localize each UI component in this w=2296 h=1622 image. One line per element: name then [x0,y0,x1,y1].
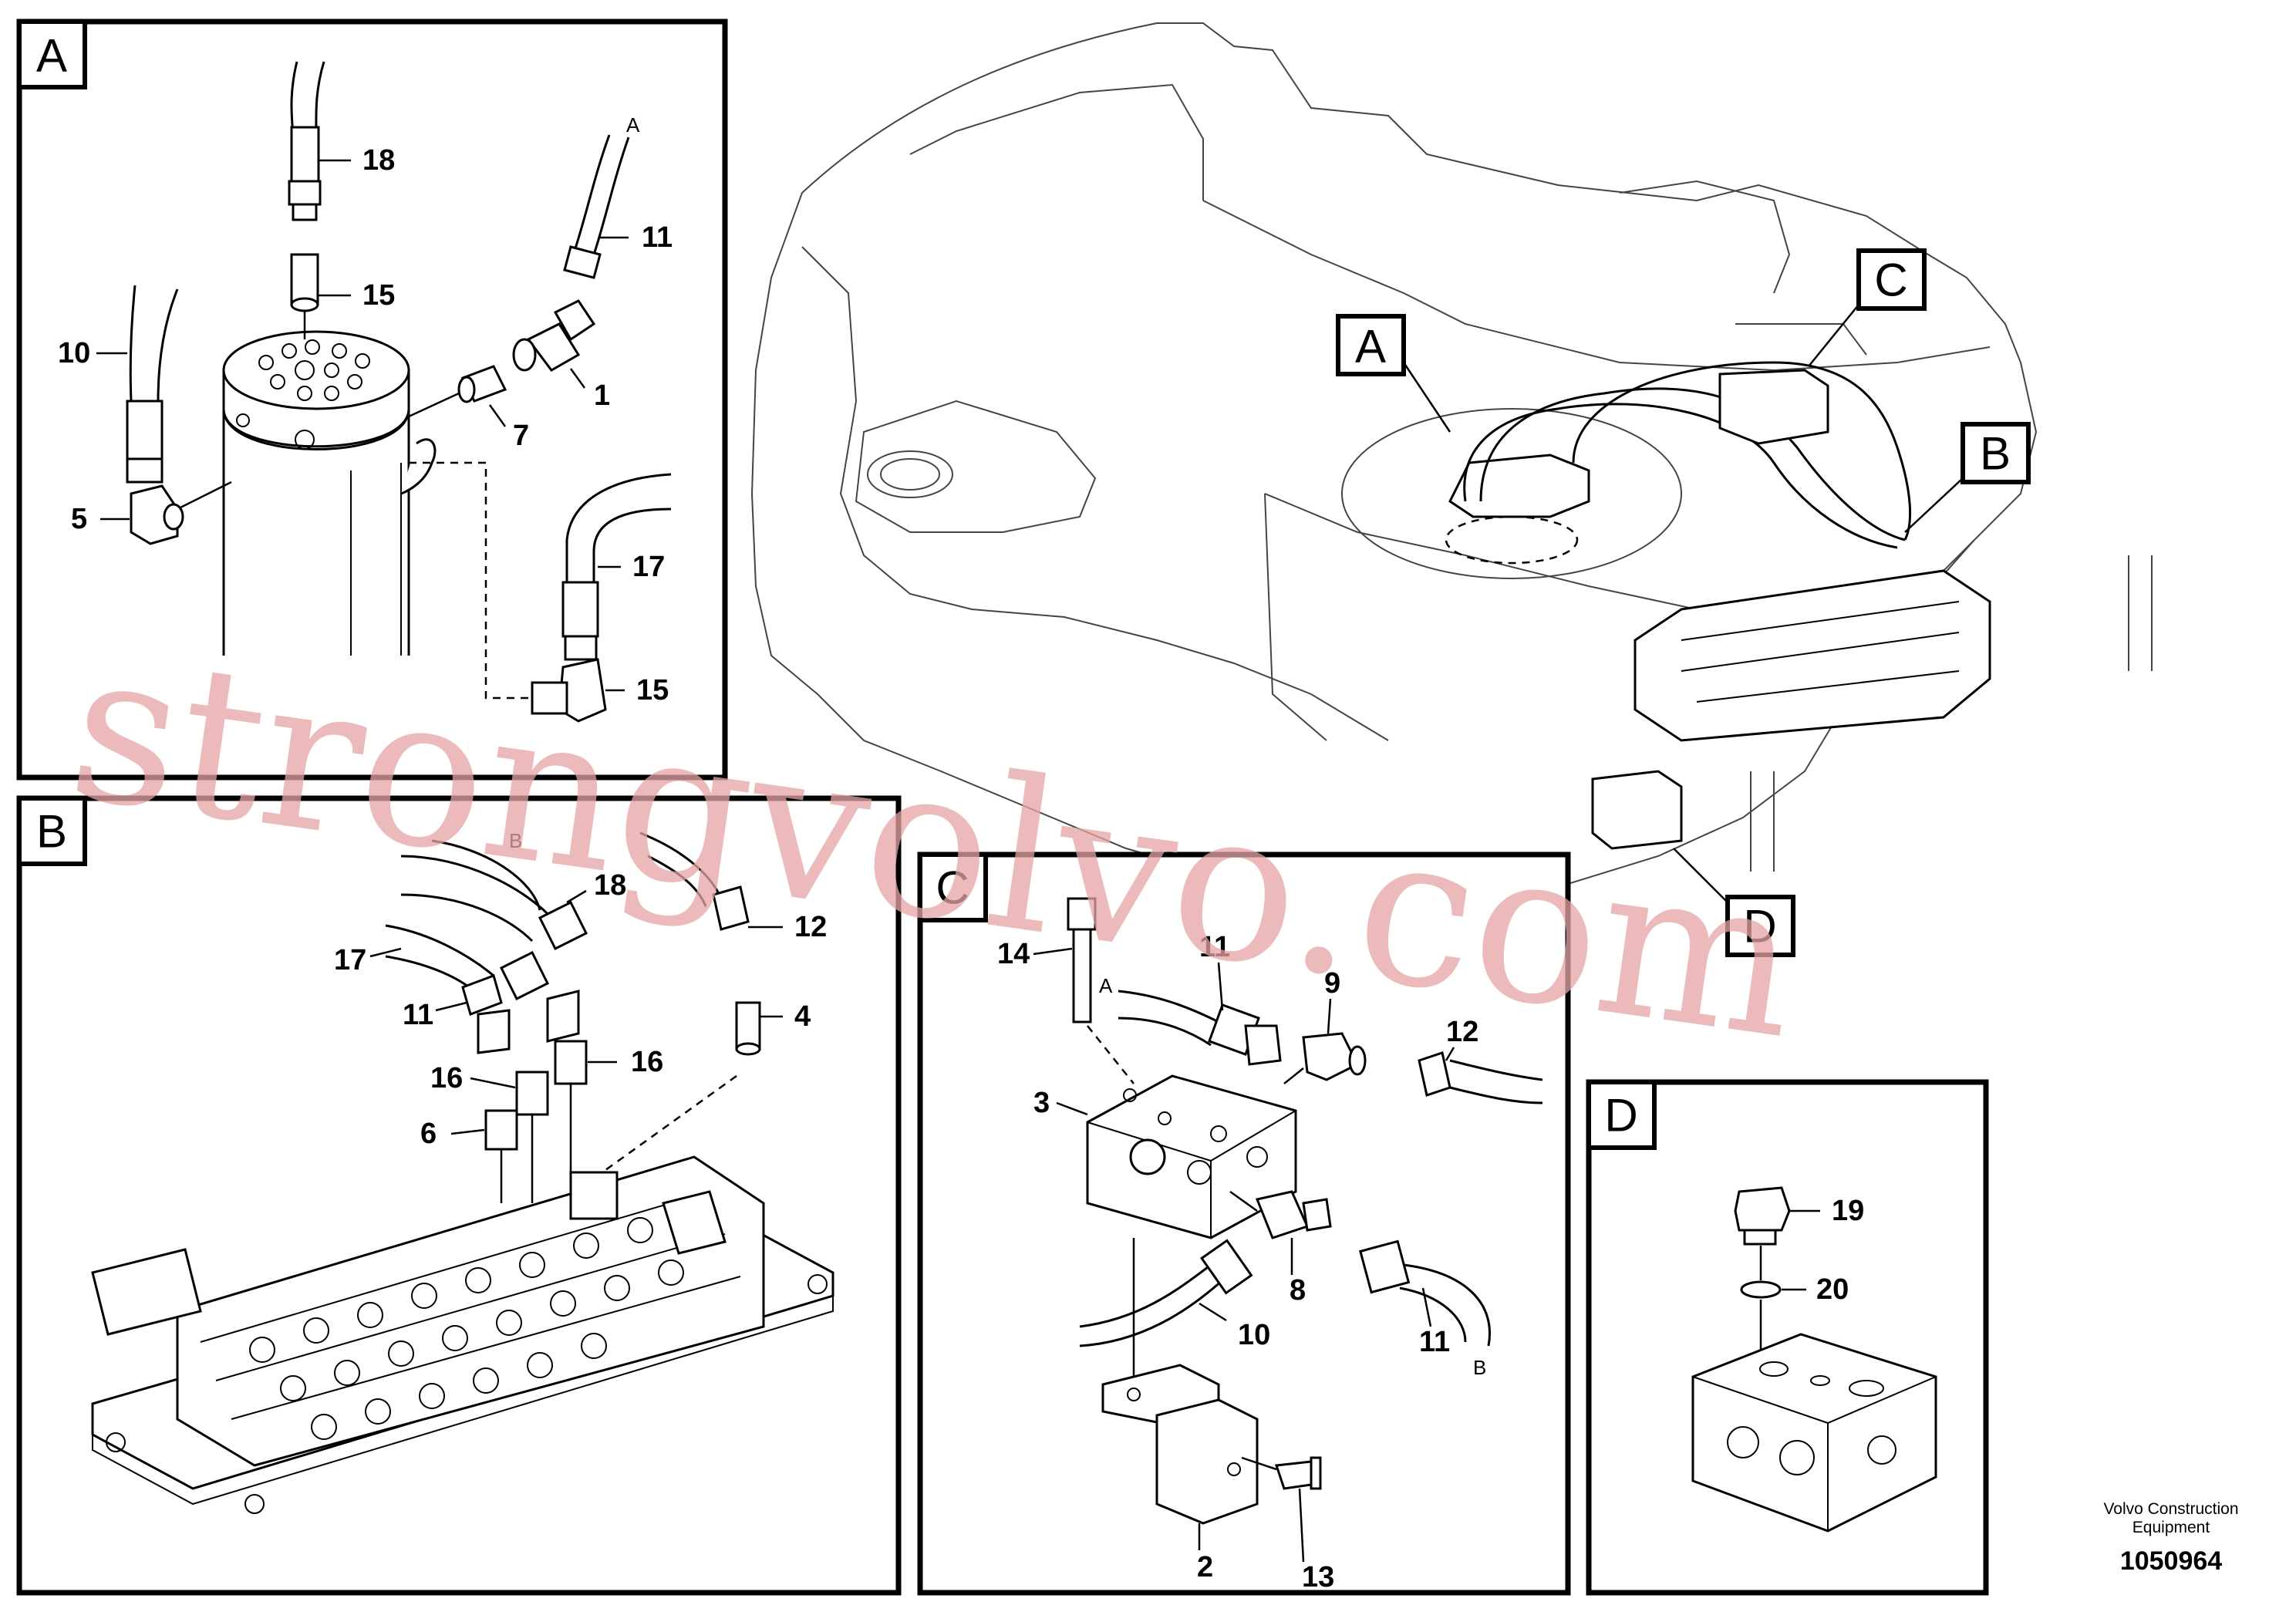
svg-text:B: B [509,829,522,852]
svg-text:8: 8 [1290,1274,1306,1307]
overview-badge-d: D [1673,848,1795,957]
svg-text:C: C [1874,255,1907,306]
svg-text:B: B [36,806,67,858]
panel-c: C 14 A 11 9 12 3 [917,851,1571,1596]
svg-text:D: D [1604,1090,1637,1141]
svg-text:11: 11 [642,221,673,254]
svg-text:9: 9 [1324,967,1340,1000]
svg-text:15: 15 [362,279,395,312]
svg-text:11: 11 [1199,931,1230,963]
svg-text:6: 6 [420,1118,437,1150]
svg-text:14: 14 [997,938,1030,970]
svg-text:10: 10 [1238,1319,1270,1351]
overview-badge-a: A [1336,314,1451,433]
svg-text:A: A [1355,321,1386,373]
svg-text:12: 12 [1446,1016,1478,1048]
svg-text:17: 17 [334,944,366,976]
svg-text:11: 11 [1419,1326,1450,1358]
svg-text:16: 16 [430,1062,463,1094]
svg-text:15: 15 [636,674,669,706]
panel-a: A 18 15 A [16,19,728,781]
svg-text:10: 10 [58,337,90,369]
svg-text:1: 1 [594,379,610,412]
svg-text:11: 11 [403,999,433,1031]
svg-text:7: 7 [513,420,529,452]
swivel-port-pattern [258,339,370,401]
panel-b: B B 18 12 17 11 4 16 16 6 [16,795,902,1596]
overview-illustration [750,22,2153,895]
svg-text:3: 3 [1033,1087,1050,1119]
svg-text:20: 20 [1816,1273,1849,1306]
svg-text:19: 19 [1832,1195,1864,1227]
svg-text:C: C [936,862,969,914]
company-name-line2: Equipment [2132,1519,2210,1536]
svg-text:4: 4 [794,1000,811,1033]
panel-d: D 19 20 [1586,1079,1989,1596]
svg-text:12: 12 [794,911,827,943]
svg-text:A: A [626,113,640,137]
svg-text:17: 17 [632,551,665,583]
svg-text:18: 18 [594,869,626,902]
title-block: Volvo Construction Equipment 1050964 [2103,1500,2238,1576]
drawing-number: 1050964 [2120,1546,2222,1576]
svg-text:B: B [1980,428,2011,480]
svg-text:13: 13 [1302,1561,1334,1593]
svg-text:A: A [36,30,67,82]
svg-text:16: 16 [631,1046,663,1078]
svg-text:B: B [1473,1356,1486,1379]
svg-text:5: 5 [71,503,87,535]
overview-badge-c: C [1808,248,1927,367]
overview-badge-b: B [1904,422,2031,533]
svg-text:A: A [1099,974,1113,997]
svg-text:D: D [1743,901,1776,953]
svg-text:18: 18 [362,144,395,177]
company-name-line1: Volvo Construction [2103,1500,2238,1518]
valve-fittings [249,1217,684,1440]
svg-text:2: 2 [1197,1551,1213,1583]
